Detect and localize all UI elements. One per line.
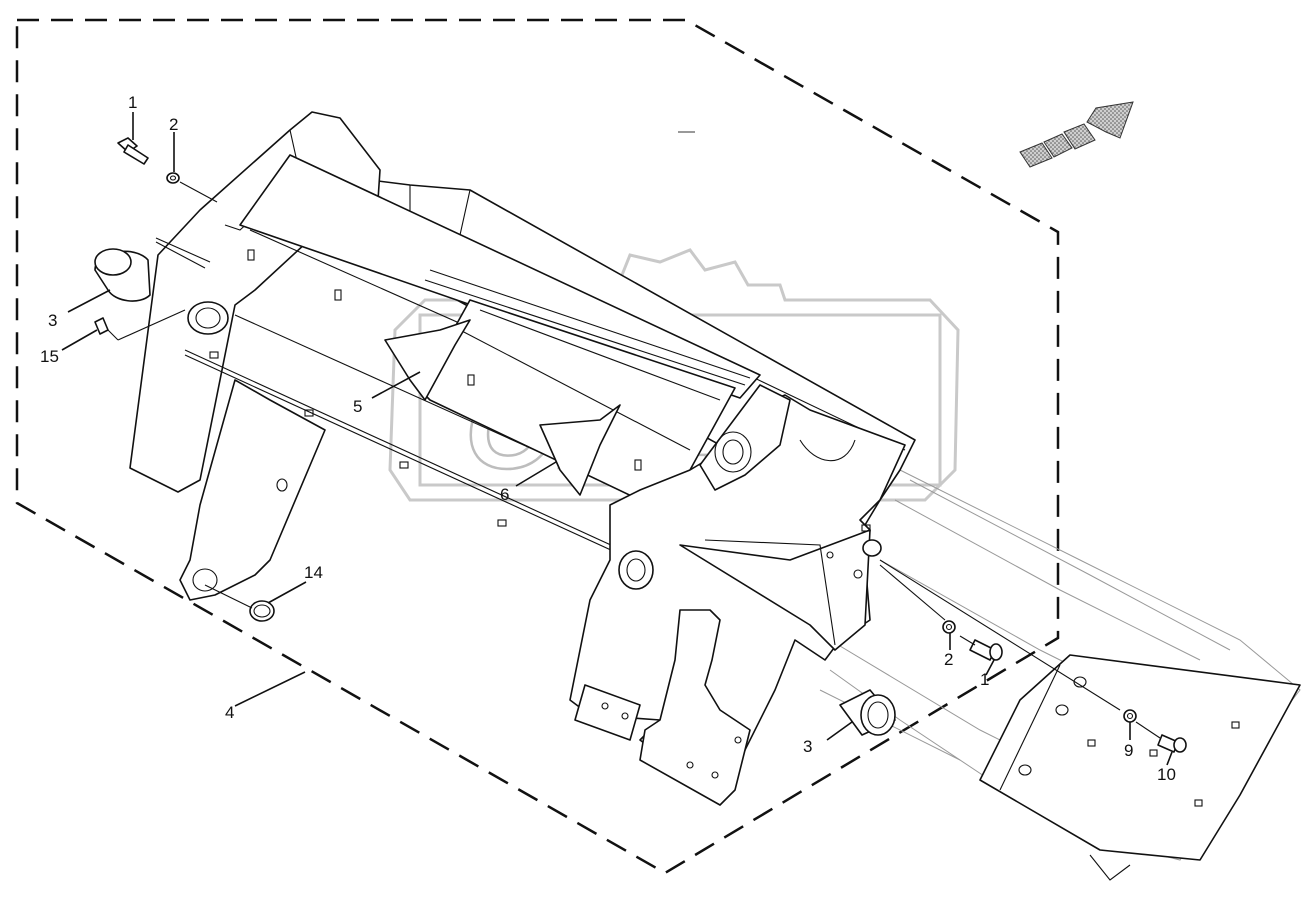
callout-2-left: 2 — [169, 115, 178, 134]
ring-14 — [249, 600, 275, 622]
callout-3-right: 3 — [803, 737, 812, 756]
bushing-3-inner-left — [187, 301, 229, 335]
bushing-3-left — [94, 248, 151, 302]
washer-2-right — [942, 620, 956, 634]
callout-1-left: 1 — [128, 93, 137, 112]
callout-5: 5 — [353, 397, 362, 416]
grease-nipple-15 — [94, 317, 109, 335]
leader-lines — [61, 112, 1173, 766]
adjacent-part-outline — [819, 469, 1301, 881]
bolt-1-left — [117, 137, 149, 165]
callout-1-right: 1 — [980, 670, 989, 689]
callout-9: 9 — [1124, 741, 1133, 760]
main-frame — [129, 111, 916, 806]
callout-6: 6 — [500, 485, 509, 504]
washer-2-left — [166, 172, 180, 184]
bolt-10 — [1157, 734, 1187, 753]
callout-14: 14 — [304, 563, 323, 582]
gusset-6 — [539, 404, 621, 496]
bushing-3-right — [839, 689, 896, 736]
washer-9 — [1123, 709, 1137, 723]
gusset-5 — [384, 319, 471, 401]
assembly-boundary — [15, 18, 1060, 875]
bolt-1-right — [969, 639, 1003, 661]
callout-10: 10 — [1157, 765, 1176, 784]
callout-3-left: 3 — [48, 311, 57, 330]
callout-15: 15 — [40, 347, 59, 366]
callout-2-right: 2 — [944, 650, 953, 669]
callout-4: 4 — [225, 703, 234, 722]
direction-arrow-icon — [1019, 101, 1134, 168]
